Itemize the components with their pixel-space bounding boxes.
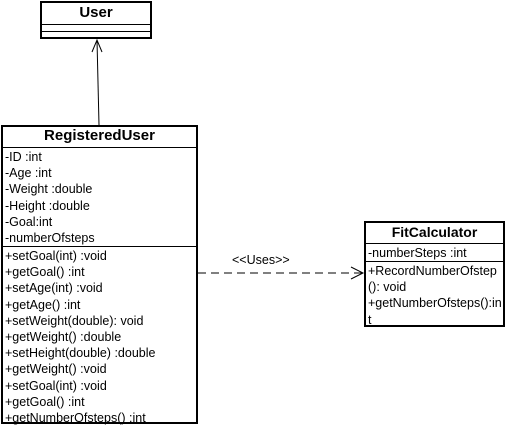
operations-section [42, 32, 150, 39]
class-registered-user: RegisteredUser -ID :int -Age :int -Weigh… [1, 125, 198, 426]
attributes-section: -numberSteps :int [366, 244, 503, 262]
operation: +getNumberOfsteps():int [368, 296, 502, 327]
operation: +getGoal() :int [5, 265, 85, 280]
attributes-section [42, 25, 150, 32]
attributes-section: -ID :int -Age :int -Weight :double -Heig… [3, 148, 196, 247]
uses-arrowhead [350, 266, 365, 280]
operation: +setWeight(double): void [5, 313, 144, 328]
operation: +getAge() :int [5, 297, 81, 312]
attribute: -Weight :double [5, 182, 93, 197]
operation: +getNumberOfsteps() :int [5, 411, 146, 426]
attribute: -Age :int [5, 166, 52, 181]
operation: +RecordNumberOfstep(): void [368, 264, 497, 295]
class-fit-calculator: FitCalculator -numberSteps :int +RecordN… [364, 221, 505, 327]
operation: +getWeight() :double [5, 330, 122, 345]
attribute: -numberOfsteps [5, 231, 95, 246]
operations-section: +RecordNumberOfstep(): void +getNumberOf… [366, 262, 503, 328]
attribute: -numberSteps :int [368, 246, 467, 260]
attribute: -Height :double [5, 198, 90, 213]
uses-stereotype-label: <<Uses>> [232, 253, 290, 267]
operation: +getGoal() :int [5, 394, 85, 409]
operation: +getWeight() :void [5, 362, 107, 377]
operation: +setGoal(int) :void [5, 249, 107, 263]
class-name: User [42, 3, 150, 25]
attribute: -ID :int [5, 150, 42, 164]
inheritance-line [96, 39, 100, 126]
class-name: FitCalculator [366, 223, 503, 244]
inheritance-arrowhead [91, 38, 103, 53]
class-name: RegisteredUser [3, 127, 196, 148]
operation: +setGoal(int) :void [5, 378, 107, 393]
attribute: -Goal:int [5, 214, 53, 229]
operation: +setHeight(double) :double [5, 346, 156, 361]
operations-section: +setGoal(int) :void +getGoal() :int +set… [3, 247, 196, 426]
operation: +setAge(int) :void [5, 281, 103, 296]
class-user: User [40, 1, 152, 39]
